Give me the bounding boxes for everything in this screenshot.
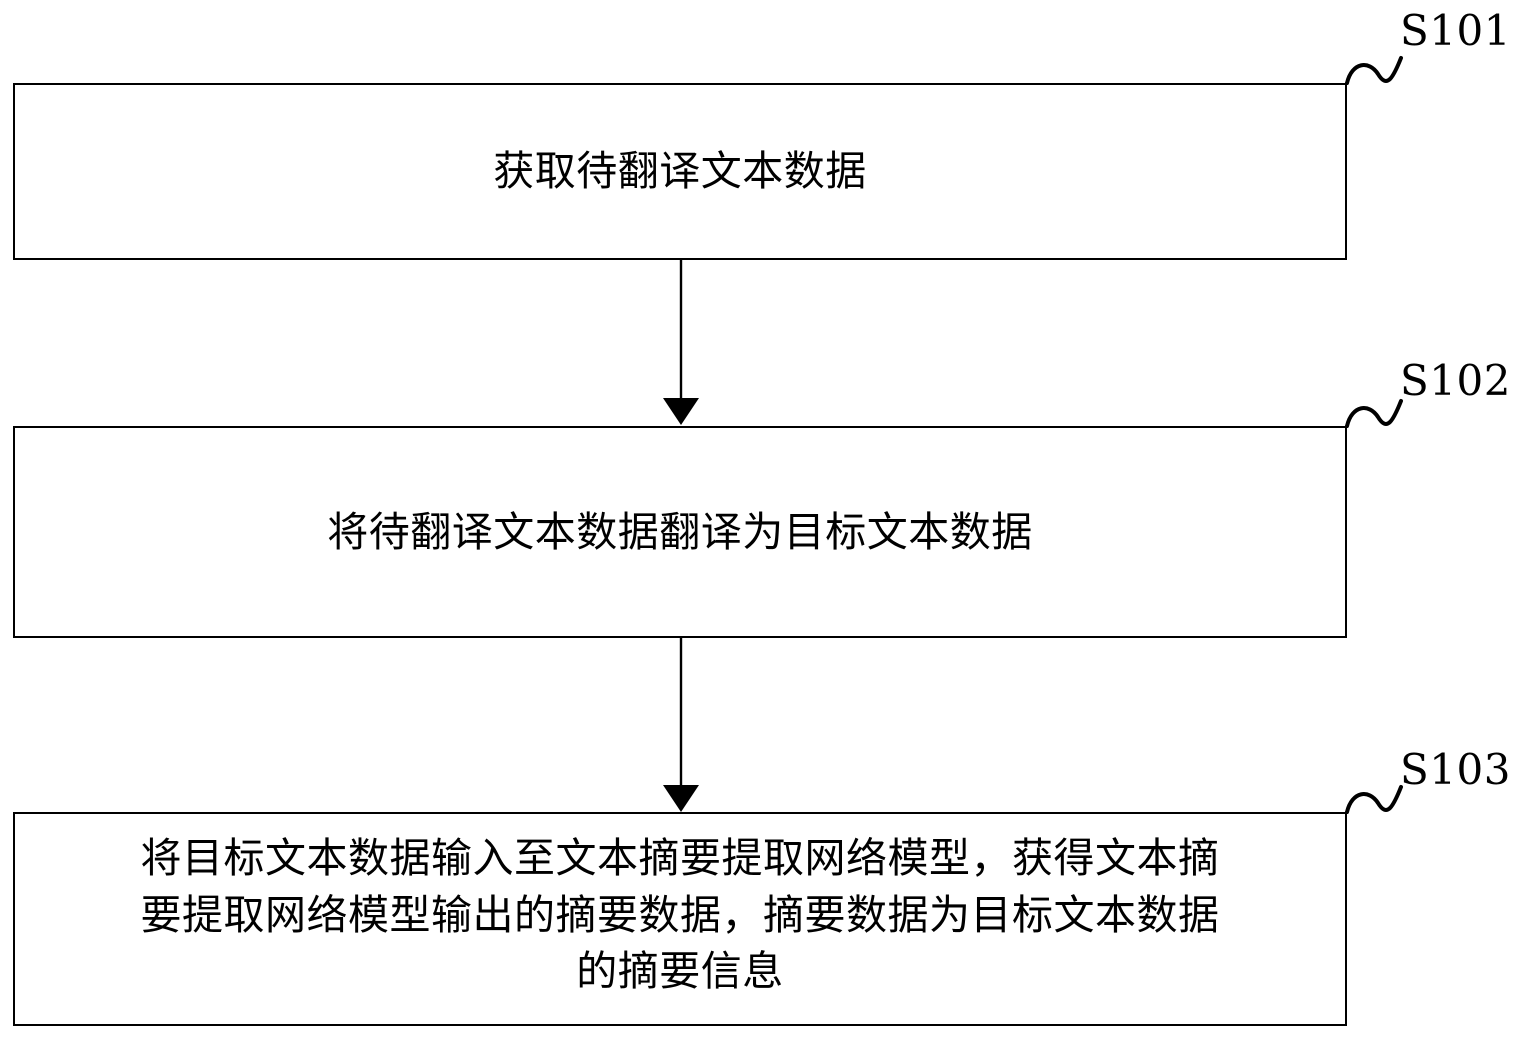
process-box-s101-text: 获取待翻译文本数据 (493, 147, 867, 196)
process-box-s102-text: 将待翻译文本数据翻译为目标文本数据 (327, 507, 1033, 556)
leader-line-s103 (1345, 785, 1403, 814)
process-box-s103-text: 将目标文本数据输入至文本摘要提取网络模型，获得文本摘 要提取网络模型输出的摘要数… (140, 834, 1220, 996)
step-label-s101: S101 (1400, 6, 1511, 55)
process-box-s102: 将待翻译文本数据翻译为目标文本数据 (13, 426, 1347, 638)
leader-line-s102 (1345, 399, 1403, 428)
arrow-s101-to-s102 (663, 260, 699, 425)
step-label-s102: S102 (1400, 356, 1511, 405)
leader-line-s101 (1345, 56, 1403, 85)
arrow-s102-to-s103 (663, 638, 699, 812)
process-box-s101: 获取待翻译文本数据 (13, 83, 1347, 260)
process-box-s103: 将目标文本数据输入至文本摘要提取网络模型，获得文本摘 要提取网络模型输出的摘要数… (13, 812, 1347, 1026)
step-label-s103: S103 (1400, 745, 1511, 794)
